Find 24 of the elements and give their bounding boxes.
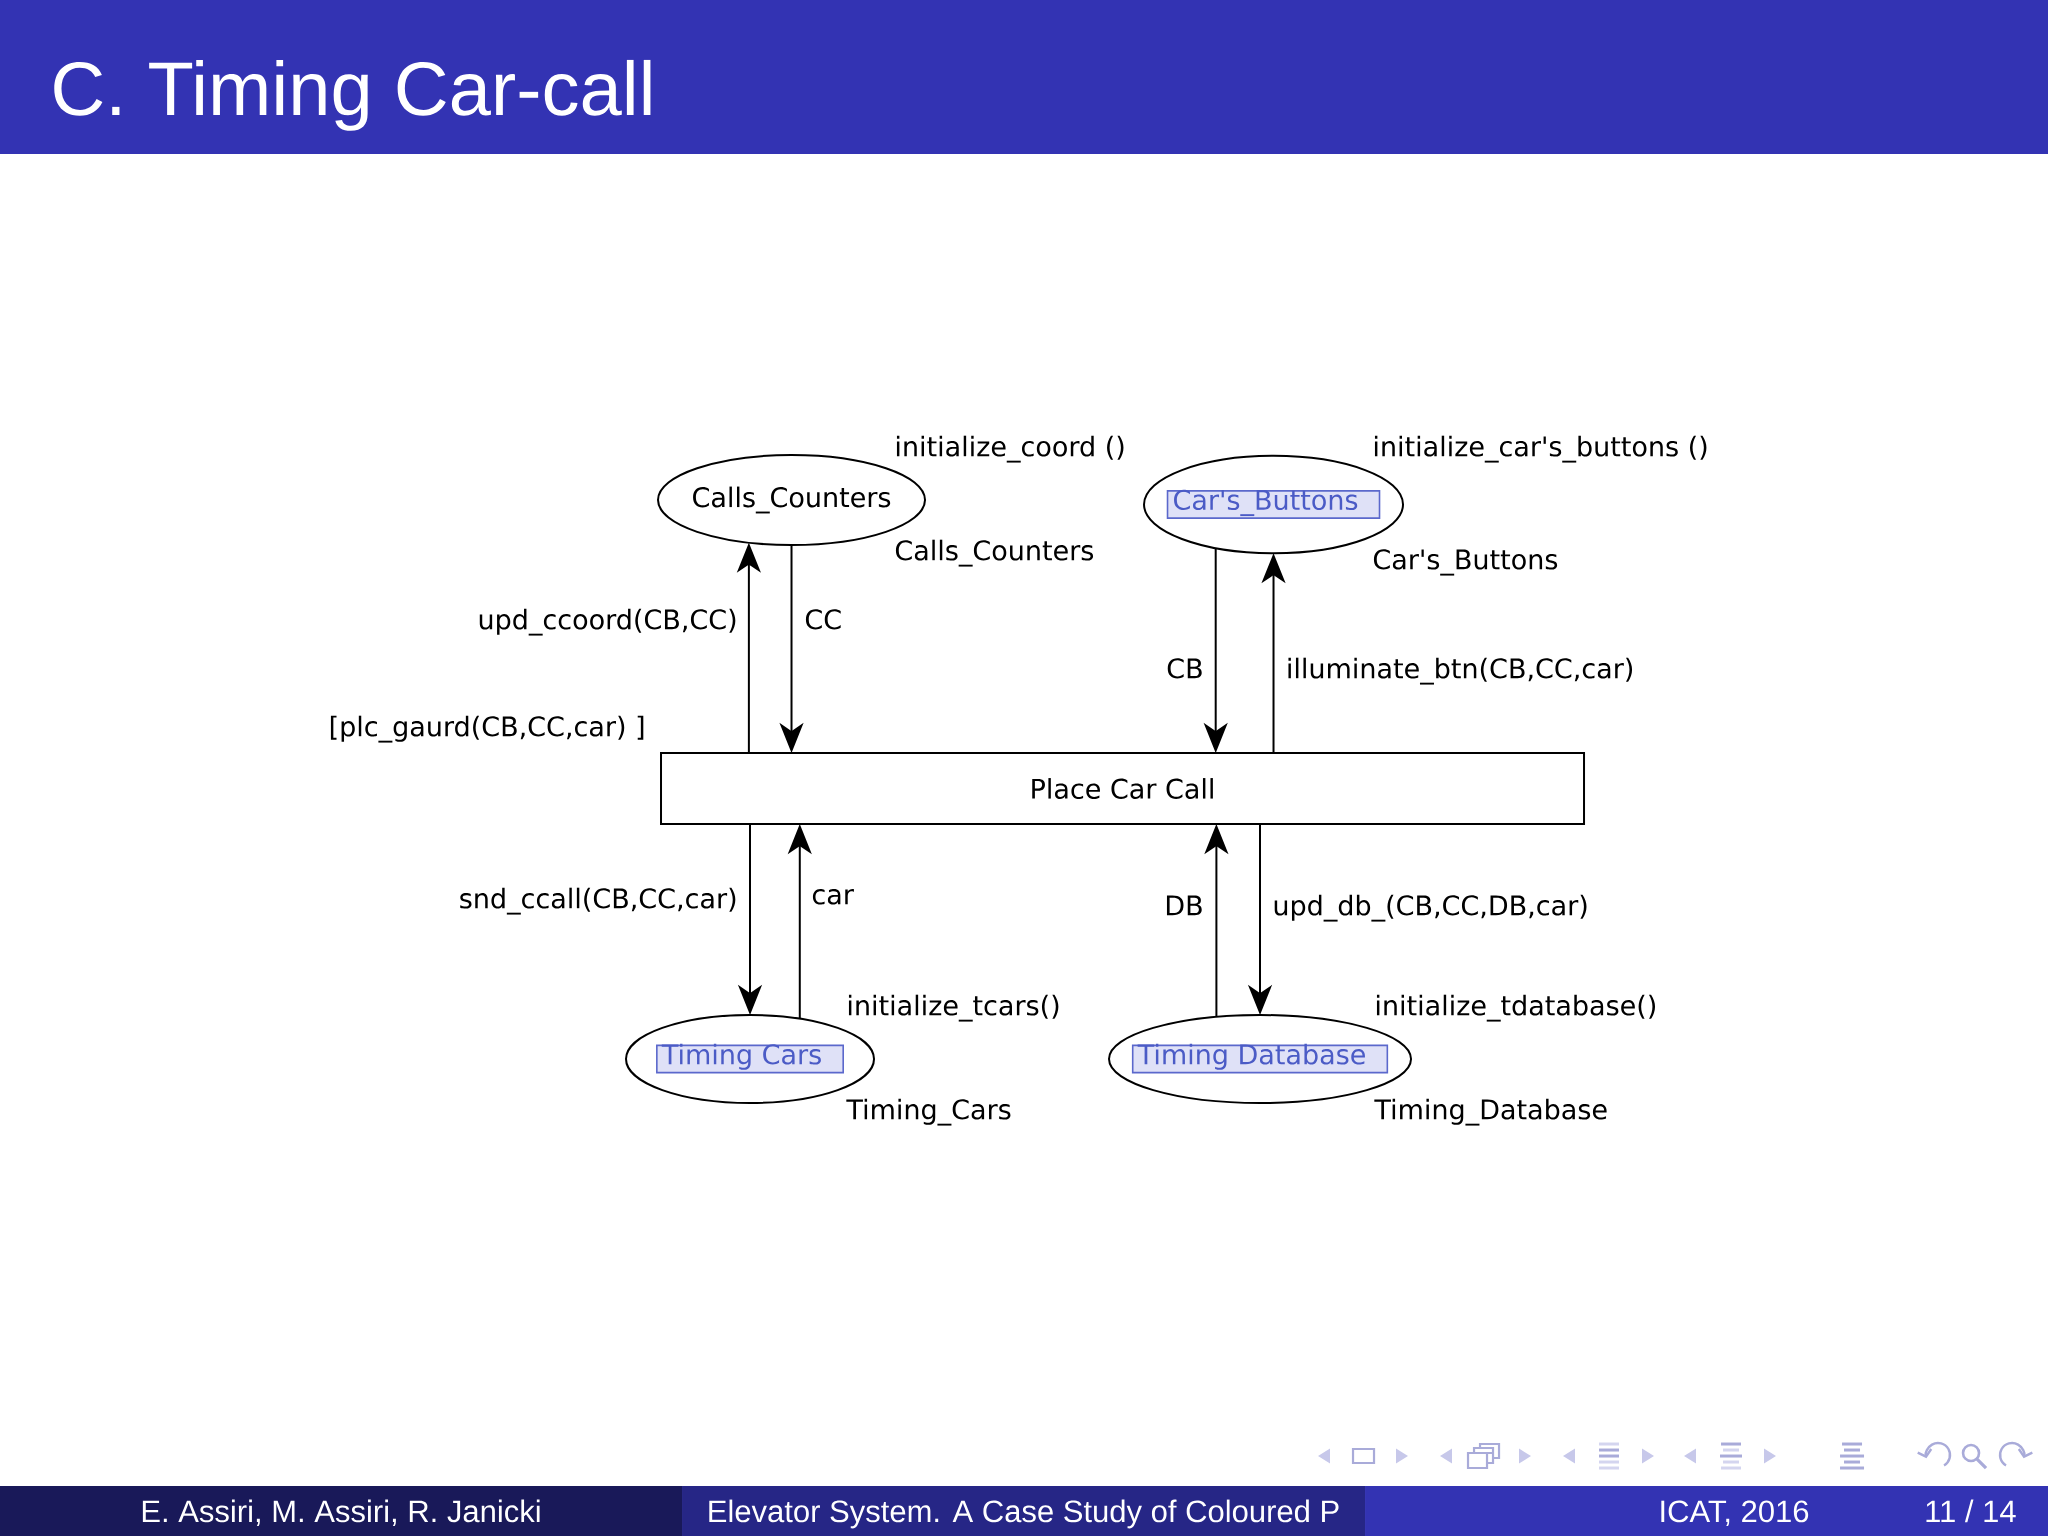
footer-title: Elevator System. A Case Study of Coloured P <box>682 1486 1365 1536</box>
process-box: Place Car Call <box>660 752 1585 825</box>
node-caption: initialize_tcars() <box>848 994 1059 1022</box>
edge-label: illuminate_btn(CB,CC,car) <box>1288 657 1633 685</box>
edge-label: CC <box>805 609 841 630</box>
link-box: Timing Database <box>1131 1043 1389 1074</box>
node-caption: initialize_car's_buttons () <box>1374 435 1707 463</box>
edge-label: DB <box>1166 895 1202 916</box>
edge-label: snd_ccall(CB,CC,car) <box>460 887 736 915</box>
link-box: Timing Cars <box>656 1043 844 1074</box>
slide-title: C. Timing Car-call <box>54 59 651 131</box>
node-caption: initialize_tdatabase() <box>1376 994 1655 1022</box>
link-box: Car's_Buttons <box>1166 489 1381 519</box>
page-number: 11 / 14 <box>1926 1499 2016 1523</box>
edge-label: car <box>812 889 854 905</box>
footer-date: ICAT, 2016 <box>1661 1500 1809 1526</box>
node-caption: Timing_Cars <box>846 1098 1011 1126</box>
edge-label: upd_db_(CB,CC,DB,car) <box>1274 894 1587 922</box>
edge-label: CB <box>1167 658 1202 679</box>
node-caption: [plc_gaurd(CB,CC,car) ] <box>330 715 644 743</box>
node-caption: Car's_Buttons <box>1373 549 1558 576</box>
footer-author: E. Assiri, M. Assiri, R. Janicki <box>0 1486 682 1536</box>
edge-label: upd_ccoord(CB,CC) <box>479 608 736 636</box>
node-caption: Timing_Database <box>1374 1098 1607 1126</box>
